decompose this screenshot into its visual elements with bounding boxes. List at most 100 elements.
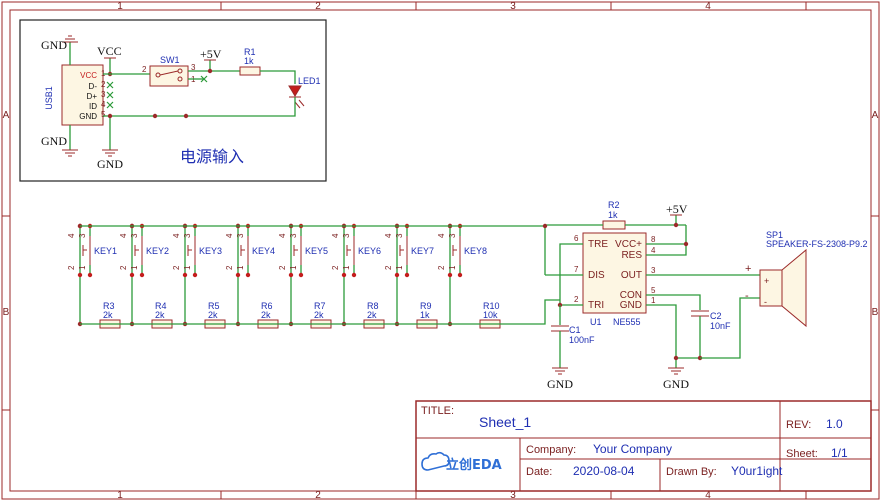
key2-pin-4: 4 bbox=[119, 233, 128, 238]
r2-value: 1k bbox=[608, 210, 618, 220]
switch-pin-2: 2 bbox=[142, 65, 147, 74]
key4-pin-4: 4 bbox=[225, 233, 234, 238]
key2-designator: KEY2 bbox=[146, 246, 169, 256]
wire-chain-to-tri bbox=[525, 299, 560, 325]
key7-designator: KEY7 bbox=[411, 246, 434, 256]
usb-pin-label-id: ID bbox=[89, 102, 97, 111]
title-label: TITLE: bbox=[421, 405, 454, 417]
usb-pin-num-3: 3 bbox=[101, 90, 106, 99]
junction-vcc-res bbox=[683, 241, 689, 247]
gnd-label-timer: GND bbox=[663, 377, 689, 391]
r2-designator: R2 bbox=[608, 200, 620, 210]
wire-res-pin bbox=[646, 244, 687, 256]
key6-pin-4: 4 bbox=[331, 233, 340, 238]
col-label-bottom-1: 1 bbox=[117, 490, 123, 501]
r9-designator: R9 bbox=[420, 301, 432, 311]
junction-gnd-3 bbox=[183, 113, 189, 119]
led-designator: LED1 bbox=[298, 76, 321, 86]
gnd-label-usb: GND bbox=[97, 157, 123, 171]
junction-gnd-1 bbox=[107, 113, 113, 119]
key2-pin-2: 2 bbox=[119, 265, 128, 270]
r3-value: 2k bbox=[103, 310, 113, 320]
usb-pin-num-4: 4 bbox=[101, 100, 106, 109]
key6-pin-2: 2 bbox=[331, 265, 340, 270]
usb-designator: USB1 bbox=[44, 86, 54, 110]
speaker-part: SPEAKER-FS-2308-P9.2 bbox=[766, 239, 868, 249]
key1-designator: KEY1 bbox=[94, 246, 117, 256]
r6-value: 2k bbox=[261, 310, 271, 320]
r1-value: 1k bbox=[244, 56, 254, 66]
date-value: 2020-08-04 bbox=[573, 464, 635, 478]
usb-pin-num-2: 2 bbox=[101, 80, 106, 89]
timer-pin-num-con: 5 bbox=[651, 286, 656, 295]
company-label: Company: bbox=[526, 444, 576, 456]
gnd-symbol-usb-gnd bbox=[102, 118, 118, 157]
r4-designator: R4 bbox=[155, 301, 167, 311]
usb-pin-label-vcc: VCC bbox=[80, 71, 97, 80]
led-led1[interactable] bbox=[288, 85, 305, 109]
power-input-title: 电源输入 bbox=[180, 147, 244, 166]
r7-value: 2k bbox=[314, 310, 324, 320]
key6-designator: KEY6 bbox=[358, 246, 381, 256]
capacitor-c2[interactable] bbox=[691, 310, 709, 317]
speaker-minus-inner: - bbox=[764, 297, 767, 307]
c2-value: 10nF bbox=[710, 321, 731, 331]
col-label-top-3: 3 bbox=[510, 1, 516, 12]
drawn-by-label: Drawn By: bbox=[666, 466, 717, 478]
timer-pin-num-out: 3 bbox=[651, 266, 656, 275]
timer-pin-label-out: OUT bbox=[621, 270, 642, 281]
key5-designator: KEY5 bbox=[305, 246, 328, 256]
gnd-label-top: GND bbox=[41, 38, 67, 52]
c1-value: 100nF bbox=[569, 335, 595, 345]
switch-pin-3: 3 bbox=[191, 63, 196, 72]
col-label-top-1: 1 bbox=[117, 1, 123, 12]
switch-sw1[interactable] bbox=[149, 65, 189, 87]
key3-designator: KEY3 bbox=[199, 246, 222, 256]
title-block bbox=[415, 400, 872, 492]
timer-pin-num-dis: 7 bbox=[574, 265, 579, 274]
key1-pin-2: 2 bbox=[67, 265, 76, 270]
timer-pin-num-tre: 6 bbox=[574, 234, 579, 243]
gnd-label-c1: GND bbox=[547, 377, 573, 391]
key7-pin-2: 2 bbox=[384, 265, 393, 270]
timer-pin-label-res: RES bbox=[621, 250, 642, 261]
key1-pin-1: 1 bbox=[78, 265, 87, 270]
key6-pin-3: 3 bbox=[342, 233, 351, 238]
timer-pin-label-gnd: GND bbox=[620, 300, 642, 311]
power-input-box[interactable] bbox=[19, 19, 327, 182]
r8-value: 2k bbox=[367, 310, 377, 320]
timer-ne555[interactable] bbox=[582, 232, 647, 314]
speaker-plus-outer: + bbox=[745, 263, 751, 275]
timer-pin-num-vccplus: 8 bbox=[651, 235, 656, 244]
capacitor-c1[interactable] bbox=[551, 325, 569, 332]
speaker-designator: SP1 bbox=[766, 230, 783, 240]
key7-pin-4: 4 bbox=[384, 233, 393, 238]
r1-designator: R1 bbox=[244, 47, 256, 57]
usb-connector[interactable] bbox=[61, 64, 104, 126]
resistor-r2[interactable] bbox=[602, 220, 626, 230]
timer-part: NE555 bbox=[613, 317, 641, 327]
sheet-label: Sheet: bbox=[786, 448, 818, 460]
gnd-label-bottom: GND bbox=[41, 134, 67, 148]
r7-designator: R7 bbox=[314, 301, 326, 311]
key7-pin-1: 1 bbox=[395, 265, 404, 270]
col-label-bottom-4: 4 bbox=[705, 490, 711, 501]
switch-designator: SW1 bbox=[160, 55, 180, 65]
resistor-r1[interactable] bbox=[239, 66, 261, 76]
wire-gnd-pin bbox=[646, 304, 677, 368]
junction-gnd-2 bbox=[152, 113, 158, 119]
wire-led-gnd bbox=[103, 97, 296, 117]
speaker-sp1[interactable] bbox=[759, 248, 807, 328]
r3-designator: R3 bbox=[103, 301, 115, 311]
timer-pin-num-res: 4 bbox=[651, 246, 656, 255]
key1-pin-4: 4 bbox=[67, 233, 76, 238]
timer-pin-label-tri: TRI bbox=[588, 300, 604, 311]
